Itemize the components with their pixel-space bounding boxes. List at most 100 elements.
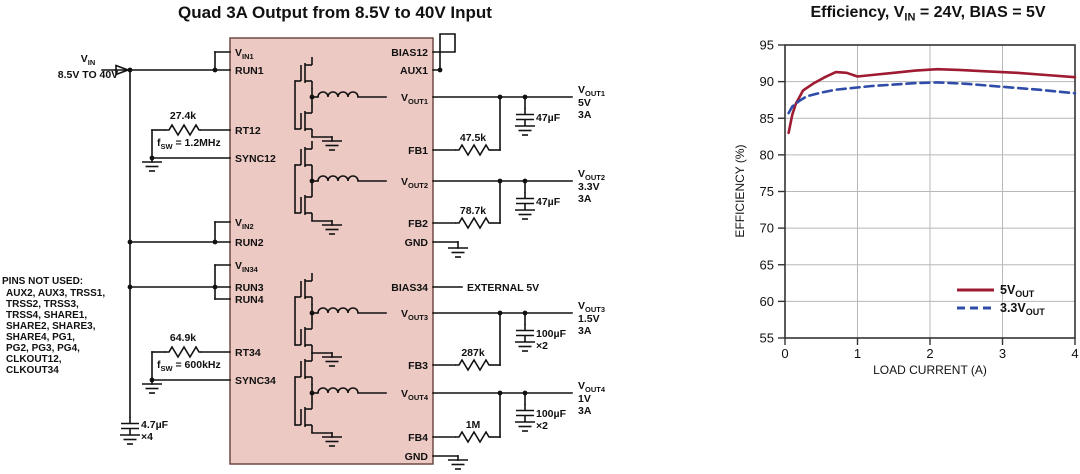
cout2-value: 47µF [536, 196, 561, 208]
capacitor-icon [515, 323, 535, 343]
y-tick-label: 65 [760, 257, 774, 272]
pins-not-used-heading: PINS NOT USED: [2, 276, 83, 287]
cout1-value: 47µF [536, 112, 561, 124]
application-schematic: Quad 3A Output from 8.5V to 40V Input VI… [2, 3, 606, 470]
pins-not-used-line: TRSS2, TRSS3, [6, 299, 79, 310]
pin-vin1-label: VIN1 [235, 47, 254, 61]
vout4-volts: 1V [578, 393, 591, 405]
resistor-icon [164, 346, 202, 358]
pin-gnd34-label: GND [405, 451, 429, 463]
pin-rt12-label: RT12 [235, 125, 261, 137]
cin-value: 4.7µF [141, 419, 169, 431]
channel-4-internals [294, 352, 387, 447]
pin-vout2-label: VOUT2 [401, 176, 428, 190]
vout1-name: VOUT1 [578, 84, 605, 98]
vout4-name: VOUT4 [578, 380, 606, 394]
resistor-icon [454, 359, 492, 371]
input-capacitor [119, 416, 141, 445]
vout1-volts: 5V [578, 97, 591, 109]
ground-icon [514, 209, 536, 220]
cout4-value: 100µF [536, 408, 567, 420]
ic-left-pin-labels: VIN1 RUN1 RT12 SYNC12 VIN2 RUN2 VIN34 RU… [235, 47, 276, 387]
pin-sync12-label: SYNC12 [235, 153, 276, 165]
pins-not-used-line: PG2, PG3, PG4, [6, 343, 80, 354]
ground-icon [447, 247, 469, 258]
y-tick-label: 70 [760, 221, 774, 236]
pins-not-used-line: SHARE2, SHARE3, [6, 321, 96, 332]
pin-vout1-label: VOUT1 [401, 92, 428, 106]
output-3-network [432, 312, 573, 371]
pin-gnd12-label: GND [405, 237, 429, 249]
axis-ticks [778, 44, 1076, 345]
pins-not-used-line: SHARE4, PG1, [6, 332, 75, 343]
vout4-amps: 3A [578, 405, 592, 417]
vout2-amps: 3A [578, 193, 592, 205]
resistor-icon [164, 124, 202, 136]
legend-33vout-label: 3.3VOUT [1000, 301, 1045, 317]
output-3-labels: VOUT3 1.5V 3A [578, 300, 605, 337]
vout2-volts: 3.3V [578, 181, 600, 193]
pin-fb2-label: FB2 [408, 218, 428, 230]
vout3-amps: 3A [578, 325, 592, 337]
pin-vin2-label: VIN2 [235, 217, 254, 231]
y-tick-label: 55 [760, 331, 774, 346]
ground-icon [141, 161, 163, 172]
output-1-network [432, 96, 573, 156]
ground-icon [141, 383, 163, 394]
pin-run3-label: RUN3 [235, 282, 264, 294]
rt12-value: 27.4k [170, 110, 196, 122]
fb2-resistor-value: 78.7k [460, 205, 486, 217]
output-1-labels: VOUT1 5V 3A [578, 84, 605, 121]
pin-fb4-label: FB4 [408, 432, 428, 444]
ground-icon [514, 341, 536, 352]
fb4-resistor-value: 1M [466, 419, 481, 431]
pin-run2-label: RUN2 [235, 237, 264, 249]
pins-not-used-line: AUX2, AUX3, TRSS1, [6, 288, 105, 299]
pin-fb1-label: FB1 [408, 145, 428, 157]
x-tick-label: 1 [854, 346, 861, 361]
chart-legend: 5VOUT 3.3VOUT [957, 283, 1045, 317]
output-4-network [432, 392, 573, 443]
y-tick-label: 90 [760, 74, 774, 89]
efficiency-chart: Efficiency, VIN = 24V, BIAS = 5V 5560657… [733, 4, 1079, 377]
y-tick-label: 95 [760, 38, 774, 53]
y-axis-label: EFFICIENCY (%) [733, 144, 747, 237]
legend-5vout-label: 5VOUT [1000, 283, 1035, 299]
fb1-resistor-value: 47.5k [460, 132, 486, 144]
vout1-amps: 3A [578, 109, 592, 121]
cout4-mult: ×2 [536, 420, 548, 432]
vout3-volts: 1.5V [578, 313, 600, 325]
y-tick-label: 85 [760, 111, 774, 126]
x-tick-label: 2 [926, 346, 933, 361]
fsw12-label: fSW = 1.2MHz [157, 137, 221, 151]
vin-range-label: 8.5V TO 40V [58, 69, 119, 81]
series-3.3VOUT [787, 81, 1077, 115]
pins-not-used-line: CLKOUT34 [6, 365, 59, 376]
vin-label: VIN [81, 53, 96, 67]
capacitor-icon [515, 403, 535, 423]
x-tick-label: 3 [999, 346, 1006, 361]
ic-right-pin-labels: BIAS12 AUX1 VOUT1 FB1 VOUT2 FB2 GND BIAS… [391, 47, 429, 463]
series-5VOUT [787, 67, 1077, 135]
output-4-labels: VOUT4 1V 3A [578, 380, 606, 417]
external-5v-label: EXTERNAL 5V [467, 282, 539, 294]
channel-3-internals [294, 272, 387, 367]
bias12-aux1-loop [432, 33, 456, 71]
cout3-value: 100µF [536, 328, 567, 340]
x-tick-label: 0 [781, 346, 788, 361]
ground-icon [447, 459, 469, 470]
x-axis-label: LOAD CURRENT (A) [873, 363, 987, 377]
chart-curves [787, 67, 1077, 135]
y-tick-label: 75 [760, 184, 774, 199]
schematic-title: Quad 3A Output from 8.5V to 40V Input [178, 3, 492, 22]
vout3-name: VOUT3 [578, 300, 605, 314]
gnd12-pin-wiring [432, 241, 469, 258]
pins-not-used-line: CLKOUT12, [6, 354, 62, 365]
capacitor-icon [515, 107, 535, 127]
pin-fb3-label: FB3 [408, 360, 428, 372]
resistor-icon [454, 217, 492, 229]
pins-not-used-note: PINS NOT USED: AUX2, AUX3, TRSS1, TRSS2,… [2, 276, 105, 376]
pin-sync34-label: SYNC34 [235, 375, 276, 387]
